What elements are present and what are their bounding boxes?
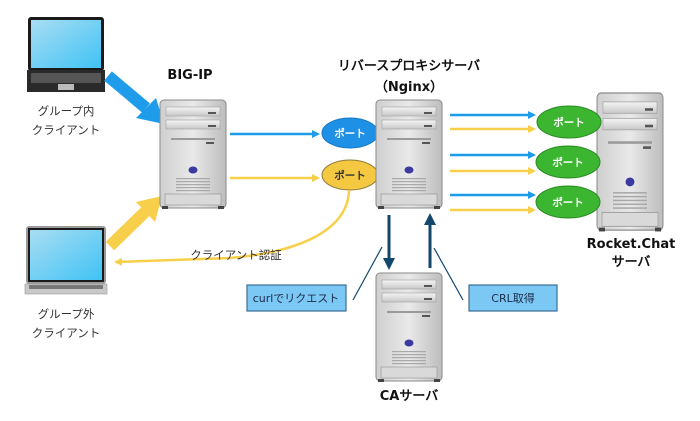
rocketchat-label-1: Rocket.Chat [587,237,676,252]
reverse-proxy-label-2: （Nginx） [375,79,443,95]
curl-callout-line [352,246,383,301]
crl-callout-line [433,247,464,301]
bigip-server-icon [159,99,227,210]
crl-fetch-label: CRL取得 [491,292,534,305]
proxy-port-blue: ポート [321,117,379,149]
client-auth-curve [114,189,351,266]
ca-label: CAサーバ [380,389,438,404]
rc-port-3: ポート [535,185,601,219]
laptop-internal-icon [27,17,105,92]
internal-to-bigip-arrow [104,71,164,124]
bigip-label: BIG-IP [167,68,212,83]
ca-server-icon [375,272,443,383]
rocketchat-server-icon [596,92,664,233]
client-external-label-1: グループ外 [38,307,95,321]
rc-port-1-label: ポート [553,116,585,129]
reverse-proxy-label-1: リバースプロキシサーバ [338,59,480,74]
reverse-proxy-server-icon [375,99,443,210]
client-internal-label-2: クライアント [32,123,101,137]
rocketchat-label-2: サーバ [612,255,651,270]
crl-fetch-box: CRL取得 [468,284,558,312]
client-external-label-2: クライアント [32,326,101,340]
client-auth-label: クライアント認証 [190,248,282,262]
curl-request-box: curlでリクエスト [246,284,347,312]
proxy-to-rc-arrows [450,111,536,214]
external-to-bigip-arrow [105,196,162,251]
proxy-port-yellow-label: ポート [334,169,366,182]
rc-port-3-label: ポート [552,196,584,209]
laptop-external-icon [24,226,108,295]
rc-port-1: ポート [536,105,602,139]
proxy-port-blue-label: ポート [334,127,366,140]
client-internal-label-1: グループ内 [38,104,95,118]
proxy-port-yellow: ポート [321,159,379,191]
rc-port-2-label: ポート [552,156,584,169]
curl-request-label: curlでリクエスト [253,292,340,305]
rc-port-2: ポート [535,145,601,179]
